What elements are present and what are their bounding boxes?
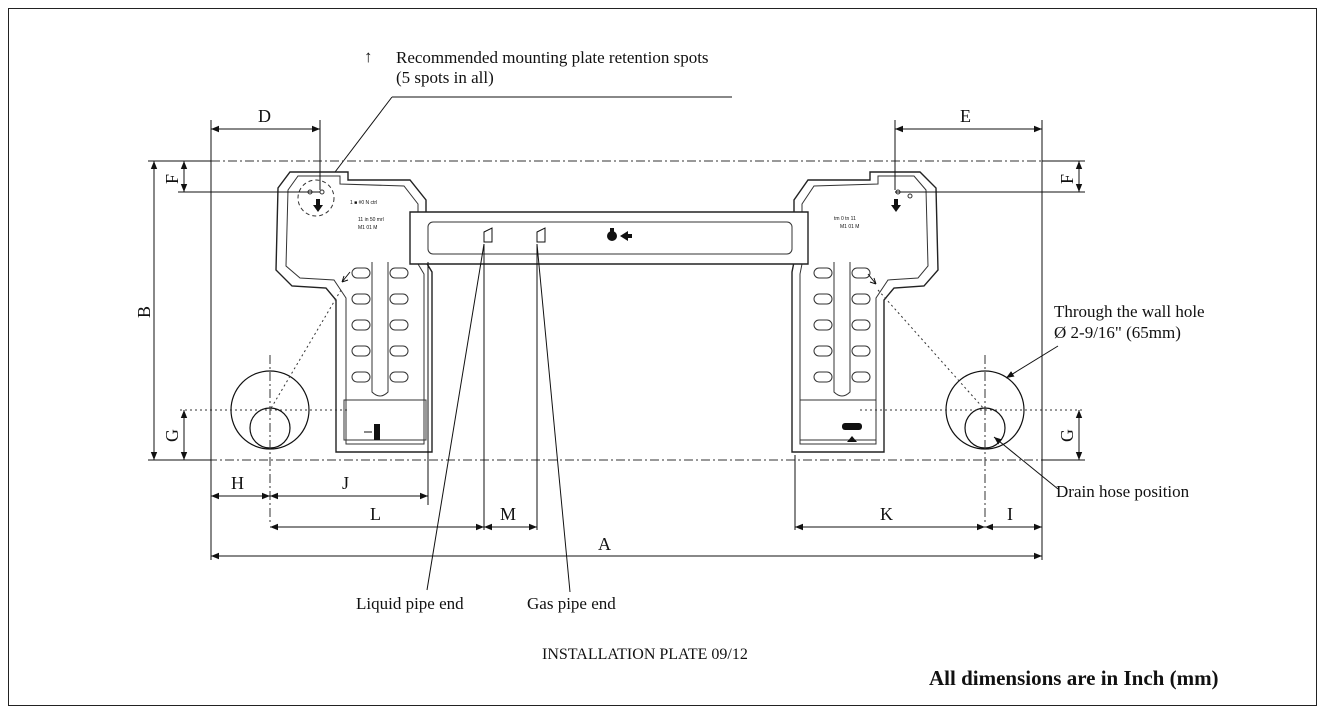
svg-text:tm 0 tn 11: tm 0 tn 11 (834, 216, 856, 222)
dim-label-b: B (134, 306, 154, 318)
dim-label-f-left: F (162, 174, 182, 184)
drain-hose-callout: Drain hose position (993, 436, 1190, 501)
left-retention-spot (297, 179, 335, 217)
dim-label-j: J (342, 473, 349, 493)
legend-line-2: (5 spots in all) (396, 68, 494, 87)
dim-label-m: M (500, 504, 516, 524)
svg-text:1 ■ #0 N ctrl: 1 ■ #0 N ctrl (350, 200, 377, 206)
dim-label-l: L (370, 504, 381, 524)
wall-hole-line-1: Through the wall hole (1054, 302, 1205, 321)
liquid-pipe-callout: Liquid pipe end (356, 243, 485, 613)
svg-text:11 in 50 mrl: 11 in 50 mrl (358, 217, 384, 223)
dim-label-i: I (1007, 504, 1013, 524)
dim-label-f-right: F (1057, 174, 1077, 184)
cross-bar (409, 211, 809, 265)
dim-label-h: H (231, 473, 244, 493)
dim-label-e: E (960, 106, 971, 126)
svg-text:M1 01 M: M1 01 M (358, 225, 377, 231)
gas-pipe-label: Gas pipe end (527, 594, 616, 613)
gas-pipe-callout: Gas pipe end (527, 243, 616, 613)
left-bracket: 1 ■ #0 N ctrl 11 in 50 mrl M1 01 M (275, 171, 433, 453)
legend-arrow-icon: ↑ (364, 47, 373, 66)
dim-label-k: K (880, 504, 893, 524)
dim-label-d: D (258, 106, 271, 126)
dimension-lines (150, 125, 1083, 560)
legend-leader-slant (331, 96, 393, 177)
diagram-caption: INSTALLATION PLATE 09/12 (542, 646, 748, 663)
dimension-labels: D E B F F G G H J L M K I A (134, 106, 1077, 554)
page-frame (8, 8, 1317, 706)
right-bracket: tm 0 tn 11 M1 01 M (791, 171, 939, 453)
dim-label-g-left: G (162, 429, 182, 442)
right-retention-spot (891, 199, 901, 212)
liquid-pipe-label: Liquid pipe end (356, 594, 464, 613)
legend: ↑ Recommended mounting plate retention s… (331, 47, 732, 177)
wall-hole-line-2: Ø 2-9/16" (65mm) (1054, 323, 1181, 342)
units-note: All dimensions are in Inch (mm) (929, 666, 1219, 690)
wall-hole-callout: Through the wall hole Ø 2-9/16" (65mm) (1005, 302, 1205, 379)
dim-label-g-right: G (1057, 429, 1077, 442)
legend-line-1: Recommended mounting plate retention spo… (396, 48, 709, 67)
svg-text:M1 01 M: M1 01 M (840, 224, 859, 230)
extension-lines (148, 120, 1085, 560)
drain-hose-label: Drain hose position (1056, 482, 1190, 501)
dim-label-a: A (598, 534, 611, 554)
